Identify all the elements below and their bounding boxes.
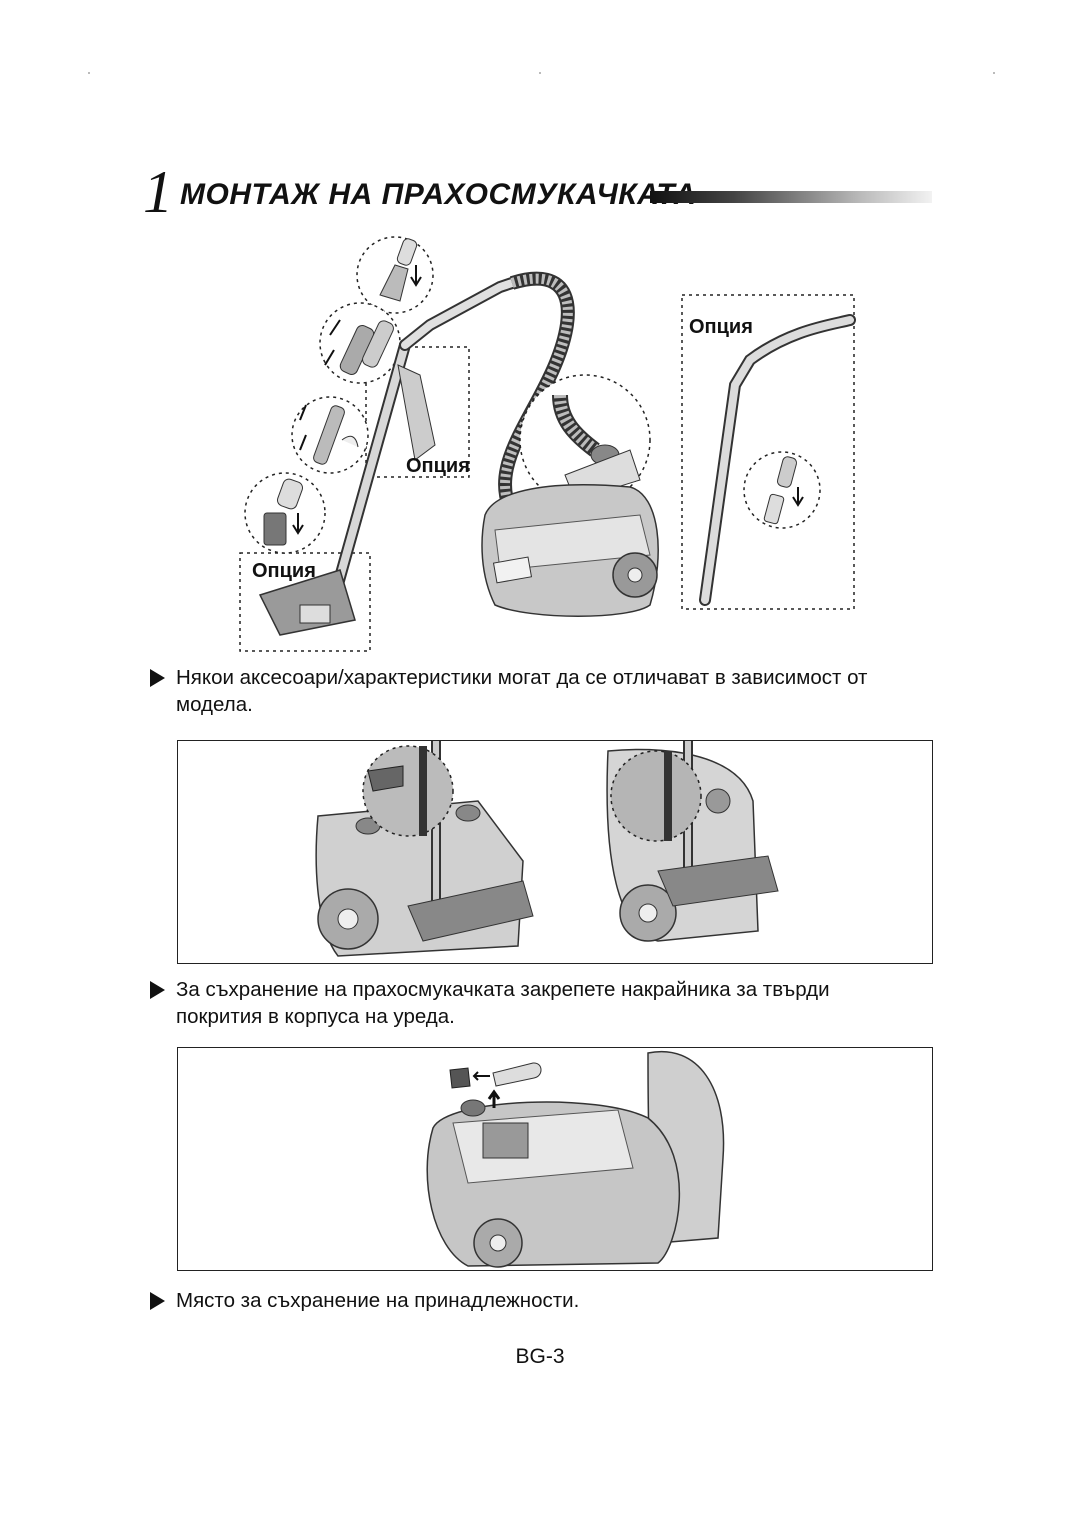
note-storage: За съхранение на прахосмукачката закрепе…: [150, 976, 910, 1030]
note-text: Място за съхранение на принадлежности.: [176, 1289, 580, 1312]
detail-circle-left: [362, 745, 454, 837]
crop-mark: [539, 72, 541, 74]
option-label-brush: Опция: [252, 560, 316, 582]
page-number: BG-3: [515, 1345, 565, 1368]
option-box-hose-handle: [365, 346, 470, 478]
accessory-storage-illustration: [426, 1050, 725, 1268]
section-title: МОНТАЖ НА ПРАХОСМУКАЧКАТА: [180, 178, 697, 211]
detail-circle-right: [610, 750, 702, 842]
bullet-arrow-icon: [150, 981, 165, 999]
note-text: За съхранение на прахосмукачката закрепе…: [176, 978, 830, 1028]
option-box-brush: [239, 552, 371, 652]
note-accessory-storage: Място за съхранение на принадлежности.: [150, 1287, 910, 1314]
storage-illustration-panel: [177, 740, 933, 964]
bullet-arrow-icon: [150, 1292, 165, 1310]
option-label-tube: Опция: [689, 316, 753, 338]
nozzle-storage-illustration: [315, 741, 779, 957]
option-label-handle: Опция: [406, 455, 470, 477]
assembly-illustration: Опция Опция Опция: [239, 236, 856, 652]
accessory-storage-panel: [177, 1047, 933, 1271]
crop-mark: [993, 72, 995, 74]
section-number: 1: [143, 159, 173, 225]
detail-circle-tube-join-option: [743, 451, 821, 529]
title-gradient-bar: [650, 191, 932, 203]
note-accessories: Някои аксесоари/характеристики могат да …: [150, 664, 910, 718]
note-text: Някои аксесоари/характеристики могат да …: [176, 666, 868, 716]
bullet-arrow-icon: [150, 669, 165, 687]
option-box-tube: [681, 294, 855, 610]
crop-mark: [88, 72, 90, 74]
